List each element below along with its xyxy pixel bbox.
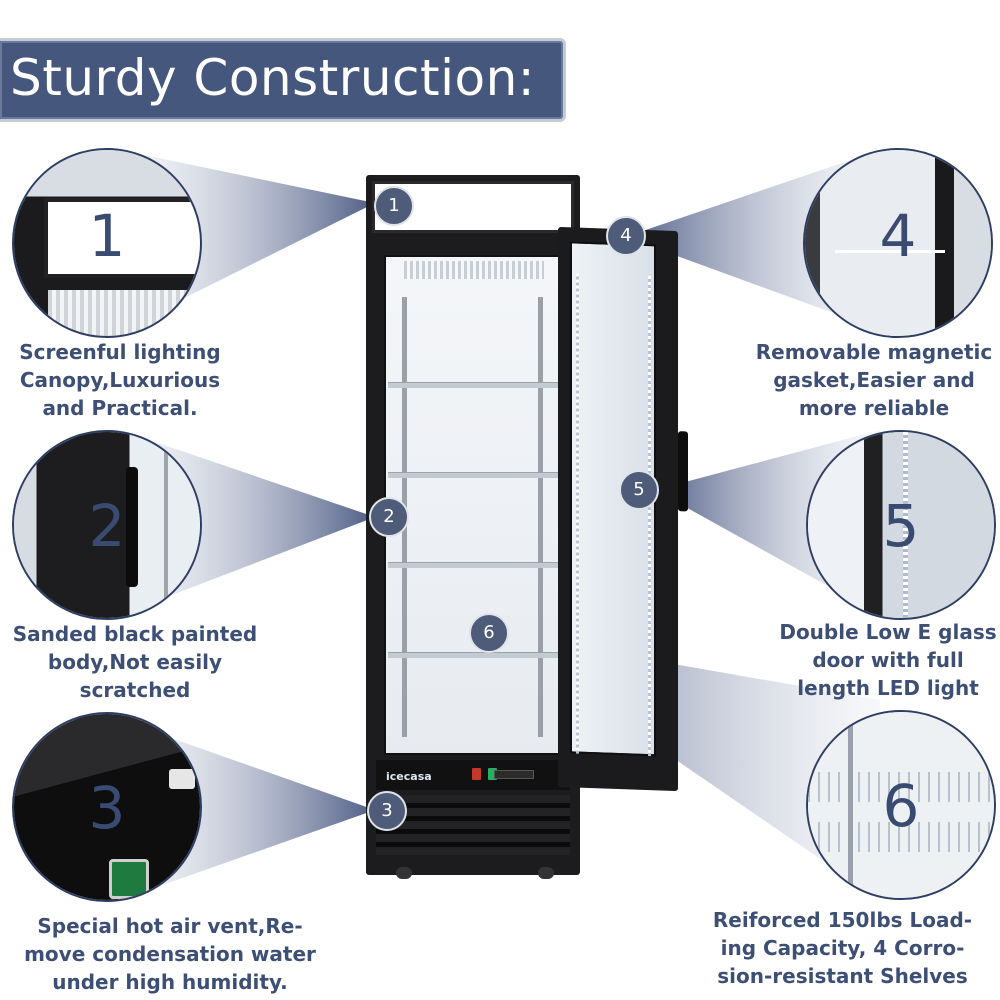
led-strip xyxy=(576,273,579,754)
shelf xyxy=(388,472,558,478)
marker-5: 5 xyxy=(619,470,659,510)
detail-circle-6: 6 xyxy=(806,710,996,900)
hot-air-vent-grille xyxy=(376,795,570,855)
shelf xyxy=(388,652,558,658)
feature-description-3: Special hot air vent,Re- move condensati… xyxy=(24,914,316,994)
detail-number-1: 1 xyxy=(88,202,126,270)
detail-number-5: 5 xyxy=(882,492,920,560)
detail-circle-4: 4 xyxy=(803,148,993,338)
caster-wheel xyxy=(538,867,554,879)
power-switch xyxy=(488,768,497,780)
marker-3: 3 xyxy=(367,791,407,831)
feature-description-6: Reiforced 150lbs Load- ing Capacity, 4 C… xyxy=(712,908,973,988)
glass-door xyxy=(558,226,688,792)
title-banner: Sturdy Construction: xyxy=(0,38,566,122)
detail-circle-1: 1 xyxy=(12,148,202,338)
detail-number-4: 4 xyxy=(879,202,917,270)
lamp-switch xyxy=(472,768,481,780)
feature-description-5: Double Low E glass door with full length… xyxy=(779,620,997,700)
temperature-display xyxy=(494,770,534,779)
door-handle xyxy=(678,431,688,512)
shelf-rail xyxy=(538,297,543,737)
page-title: Sturdy Construction: xyxy=(10,49,536,107)
detail-number-6: 6 xyxy=(882,772,920,840)
detail-circle-2: 2 xyxy=(12,430,202,620)
fridge-interior xyxy=(384,255,562,755)
detail-number-3: 3 xyxy=(88,774,126,842)
top-vent xyxy=(404,261,544,279)
marker-1: 1 xyxy=(374,186,414,226)
detail-circle-3: 3 xyxy=(12,712,202,902)
fridge-cabinet: icecasa xyxy=(366,175,580,879)
marker-6: 6 xyxy=(469,613,509,653)
feature-description-1: Screenful lighting Canopy,Luxurious and … xyxy=(19,340,221,420)
feature-description-4: Removable magnetic gasket,Easier and mor… xyxy=(755,340,993,420)
detail-number-2: 2 xyxy=(88,492,126,560)
feature-description-2: Sanded black painted body,Not easily scr… xyxy=(12,622,258,702)
control-panel: icecasa xyxy=(376,760,570,790)
marker-4: 4 xyxy=(606,216,646,256)
shelf xyxy=(388,382,558,388)
brand-logo: icecasa xyxy=(386,770,432,783)
shelf xyxy=(388,562,558,568)
fridge-illustration: icecasa xyxy=(366,175,688,890)
marker-2: 2 xyxy=(369,497,409,537)
led-strip xyxy=(648,276,651,757)
detail-circle-5: 5 xyxy=(806,430,996,620)
caster-wheel xyxy=(396,867,412,879)
